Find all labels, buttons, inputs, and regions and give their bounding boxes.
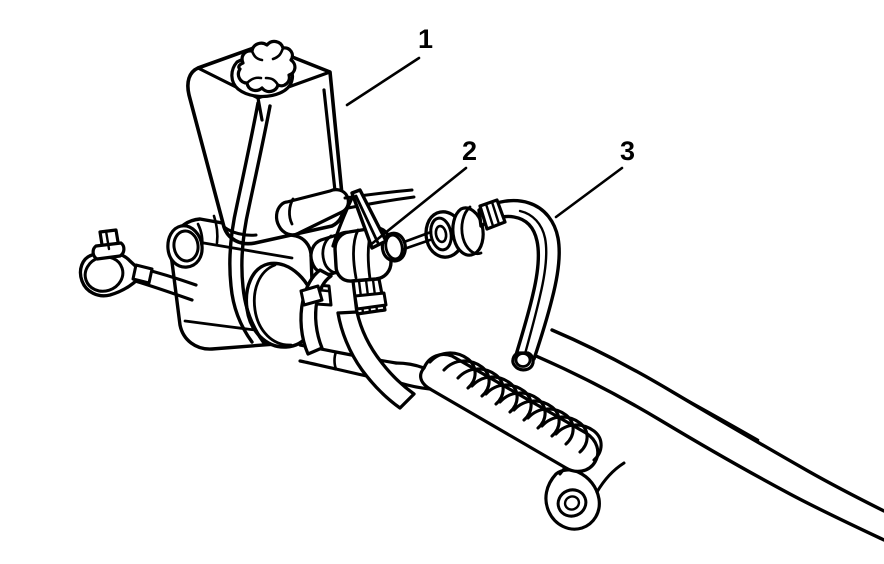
callout-label-1: 1	[418, 24, 434, 54]
reservoir-cap	[236, 39, 297, 94]
pressure-hose-fitting	[402, 205, 485, 259]
steering-rack-tube	[534, 328, 884, 542]
leader-line-1	[345, 56, 421, 107]
lower-hose-a	[336, 310, 416, 410]
return-hose	[477, 198, 561, 372]
tie-rod-end	[78, 228, 198, 302]
valve-body	[309, 188, 407, 316]
callout-label-2: 2	[462, 136, 478, 166]
callout-leaders	[345, 56, 624, 248]
hose-clamp-lower	[299, 284, 324, 307]
leader-line-3	[554, 166, 624, 219]
leader-line-2	[367, 166, 468, 248]
bellows-boot	[394, 351, 603, 473]
callout-label-3: 3	[620, 136, 636, 166]
power-steering-reservoir	[186, 39, 345, 345]
